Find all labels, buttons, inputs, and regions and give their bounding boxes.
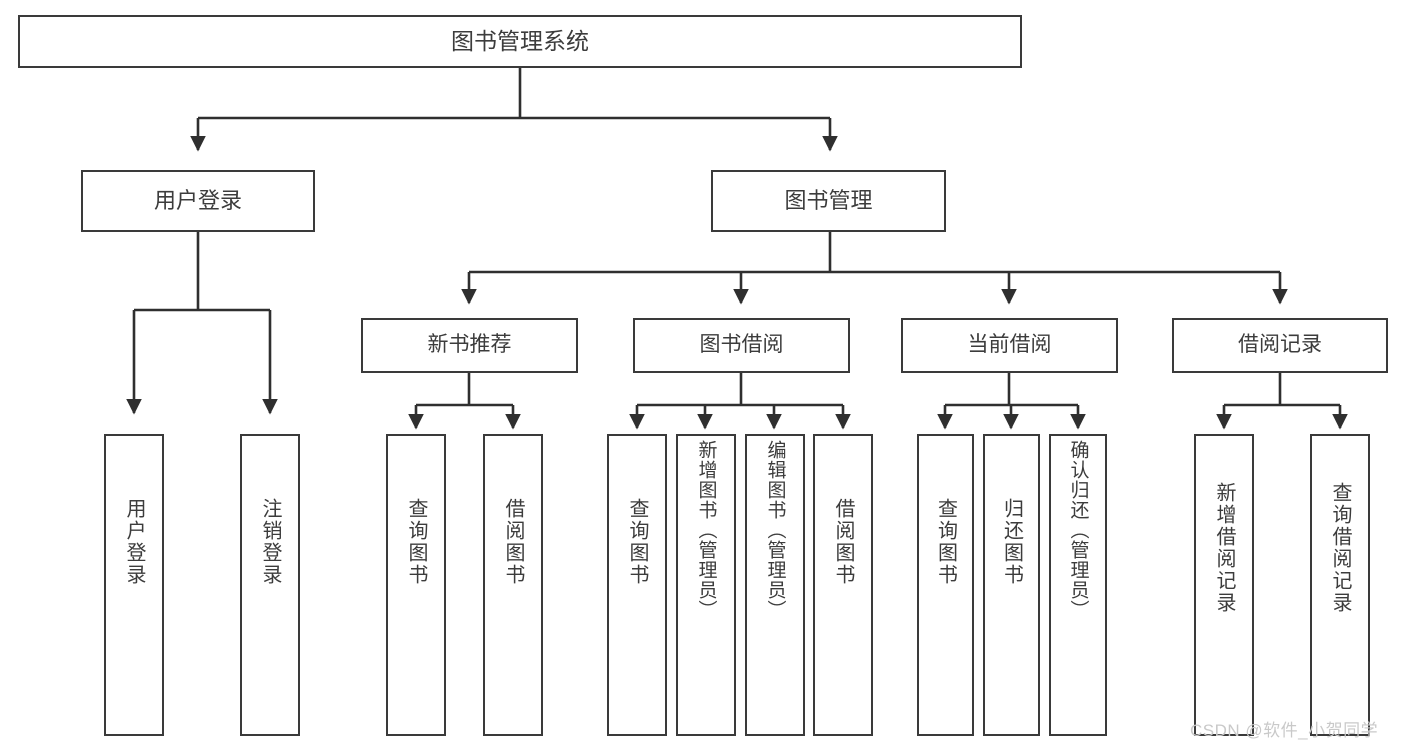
node-user-login-label: 用户登录 [153,188,242,214]
leaf-logout[interactable]: 注销登录 [240,434,300,736]
leaf-query-borrow-record[interactable]: 查询借阅记录 [1310,434,1370,736]
leaf-borrow-book-newbook[interactable]: 借阅图书 [483,434,543,736]
node-book-management[interactable]: 图书管理 [711,170,946,232]
leaf-borrow-book-borrow[interactable]: 借阅图书 [813,434,873,736]
node-root[interactable]: 图书管理系统 [18,15,1022,68]
leaf-return-book[interactable]: 归还图书 [983,434,1040,736]
node-book-borrow[interactable]: 图书借阅 [633,318,850,373]
node-borrow-record[interactable]: 借阅记录 [1172,318,1388,373]
node-book-borrow-label: 图书借阅 [699,333,784,357]
node-borrow-record-label: 借阅记录 [1238,333,1322,357]
leaf-query-book-newbook[interactable]: 查询图书 [386,434,446,736]
leaf-query-book-current-label: 查询图书 [934,498,957,586]
node-new-book-recommend[interactable]: 新书推荐 [361,318,578,373]
watermark: CSDN @软件_小贺同学 [1190,721,1379,740]
leaf-query-book-newbook-label: 查询图书 [405,498,427,586]
leaf-query-book-current[interactable]: 查询图书 [917,434,974,736]
leaf-query-book-borrow-label: 查询图书 [626,498,648,586]
leaf-edit-book-admin-label: 编辑图书（管理员） [764,440,786,620]
node-user-login[interactable]: 用户登录 [81,170,315,232]
leaf-confirm-return-admin[interactable]: 确认归还（管理员） [1049,434,1107,736]
node-book-management-label: 图书管理 [784,188,873,214]
leaf-query-book-borrow[interactable]: 查询图书 [607,434,667,736]
leaf-user-login[interactable]: 用户登录 [104,434,164,736]
node-current-borrow[interactable]: 当前借阅 [901,318,1118,373]
node-current-borrow-label: 当前借阅 [967,333,1052,357]
leaf-query-borrow-record-label: 查询借阅记录 [1329,482,1351,614]
leaf-logout-label: 注销登录 [259,498,281,586]
leaf-user-login-label: 用户登录 [123,498,145,586]
leaf-add-borrow-record[interactable]: 新增借阅记录 [1194,434,1254,736]
node-root-label: 图书管理系统 [451,28,589,55]
leaf-add-book-admin[interactable]: 新增图书（管理员） [676,434,736,736]
leaf-add-book-admin-label: 新增图书（管理员） [695,440,717,620]
leaf-borrow-book-newbook-label: 借阅图书 [502,498,524,586]
node-new-book-recommend-label: 新书推荐 [427,333,512,357]
leaf-return-book-label: 归还图书 [1000,498,1023,586]
leaf-confirm-return-admin-label: 确认归还（管理员） [1067,440,1089,620]
leaf-edit-book-admin[interactable]: 编辑图书（管理员） [745,434,805,736]
leaf-add-borrow-record-label: 新增借阅记录 [1213,482,1235,614]
leaf-borrow-book-borrow-label: 借阅图书 [832,498,854,586]
